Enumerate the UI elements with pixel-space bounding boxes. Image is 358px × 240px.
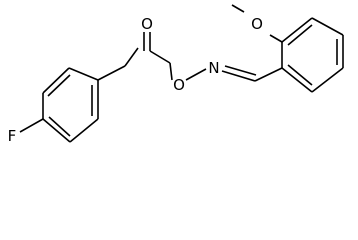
carbonyl-oxygen-label: O [141, 15, 153, 33]
chemical-structure: F O O N O [8, 4, 344, 145]
bond [287, 64, 313, 86]
bond [48, 116, 71, 137]
bond [97, 65, 126, 81]
atom-labels: F O O N O [8, 15, 263, 145]
bond [287, 24, 313, 46]
bond [221, 70, 256, 82]
methoxy-oxygen-label: O [251, 15, 263, 33]
bond [169, 62, 173, 81]
bond [281, 67, 313, 93]
bond [311, 17, 344, 36]
bond [42, 67, 70, 94]
bond [68, 67, 99, 81]
bond [224, 65, 257, 76]
bond [42, 118, 71, 143]
bond [19, 118, 44, 133]
bond [69, 118, 99, 143]
imine-nitrogen-label: N [208, 59, 219, 77]
bond [269, 34, 283, 43]
bond [149, 50, 171, 64]
fluorine-atom-label: F [8, 127, 17, 145]
bond [47, 74, 71, 97]
bond [254, 67, 283, 82]
bond [124, 47, 139, 67]
bond [311, 67, 344, 93]
bonds [19, 4, 344, 143]
structure-canvas: F O O N O [8, 4, 344, 145]
bond [185, 68, 207, 81]
ester-oxygen-label: O [173, 76, 185, 94]
bond [231, 4, 245, 13]
bond [281, 17, 313, 43]
